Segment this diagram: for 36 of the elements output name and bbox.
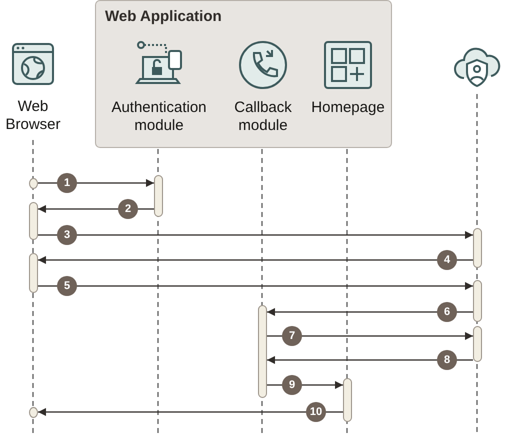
activation-bar [258,305,267,398]
activation-bar [29,407,38,418]
message-arrow [38,256,473,264]
activation-bar [343,378,352,422]
step-number: 1 [57,173,77,193]
message-arrow [38,231,473,239]
step-number: 2 [118,199,138,219]
activation-bar [29,202,38,240]
step-number: 10 [306,402,326,422]
message-arrow [38,408,343,416]
participant-label: Homepage [310,99,386,117]
activation-bar [29,253,38,293]
step-number: 7 [282,326,302,346]
participant-label: Web Browser [4,98,62,134]
message-arrow [267,356,473,364]
message-arrow [267,381,343,389]
step-number: 4 [437,250,457,270]
message-arrow [38,179,154,187]
message-arrow [38,205,154,213]
step-number: 8 [437,350,457,370]
activation-bar [473,280,482,322]
step-number: 6 [437,302,457,322]
group-panel [95,0,392,148]
group-title: Web Application [105,8,222,25]
activation-bar [473,228,482,268]
participant-label: Callback module [233,99,293,135]
activation-bar [29,178,38,189]
participant-label: Authentication module [110,99,208,135]
step-number: 9 [282,375,302,395]
activation-bar [473,326,482,362]
step-number: 3 [57,225,77,245]
message-arrow [267,332,473,340]
step-number: 5 [57,276,77,296]
message-arrow [38,282,473,290]
message-arrow [267,308,473,316]
activation-bar [154,175,163,217]
